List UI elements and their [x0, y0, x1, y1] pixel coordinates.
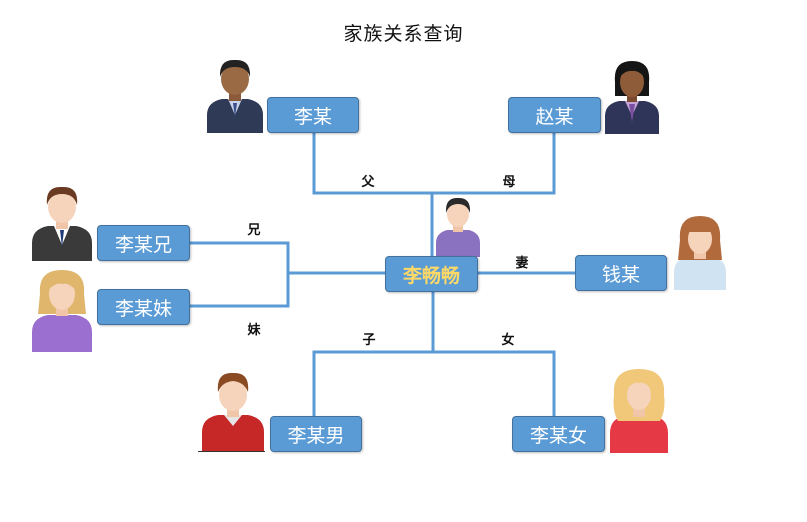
- divider-line: [198, 451, 265, 452]
- man-dark-suit-icon: [207, 59, 263, 133]
- connector-sister: [190, 273, 290, 308]
- man-black-suit-icon: [32, 186, 92, 261]
- connector-daughter: [433, 350, 556, 416]
- node-center-person[interactable]: 李畅畅: [385, 256, 478, 292]
- blonde-woman-purple-icon: [32, 270, 92, 352]
- connector-mother: [432, 133, 556, 195]
- node-daughter[interactable]: 李某女: [512, 416, 605, 452]
- woman-light-blue-icon: [674, 216, 726, 290]
- node-mother[interactable]: 赵某: [508, 97, 601, 133]
- node-son[interactable]: 李某男: [270, 416, 362, 452]
- blonde-girl-red-icon: [610, 369, 668, 453]
- node-elder-brother[interactable]: 李某兄: [97, 225, 190, 261]
- node-father[interactable]: 李某: [267, 97, 359, 133]
- page-title: 家族关系查询: [343, 23, 464, 45]
- young-man-purple-icon: [436, 197, 480, 257]
- relation-label-sister: 妹: [247, 323, 261, 338]
- connector-son: [312, 350, 433, 416]
- woman-dark-hair-icon: [605, 61, 659, 134]
- relation-label-wife: 妻: [515, 256, 529, 271]
- relation-label-son: 子: [362, 333, 376, 348]
- boy-red-shirt-icon: [202, 372, 264, 452]
- relation-label-daughter: 女: [501, 333, 515, 348]
- connector-father: [312, 133, 432, 195]
- node-wife[interactable]: 钱某: [575, 255, 667, 291]
- relation-label-brother: 兄: [247, 223, 261, 238]
- connector-brother: [190, 241, 290, 273]
- relation-label-mother: 母: [502, 175, 516, 190]
- relation-label-father: 父: [361, 175, 375, 190]
- node-younger-sister[interactable]: 李某妹: [97, 289, 190, 325]
